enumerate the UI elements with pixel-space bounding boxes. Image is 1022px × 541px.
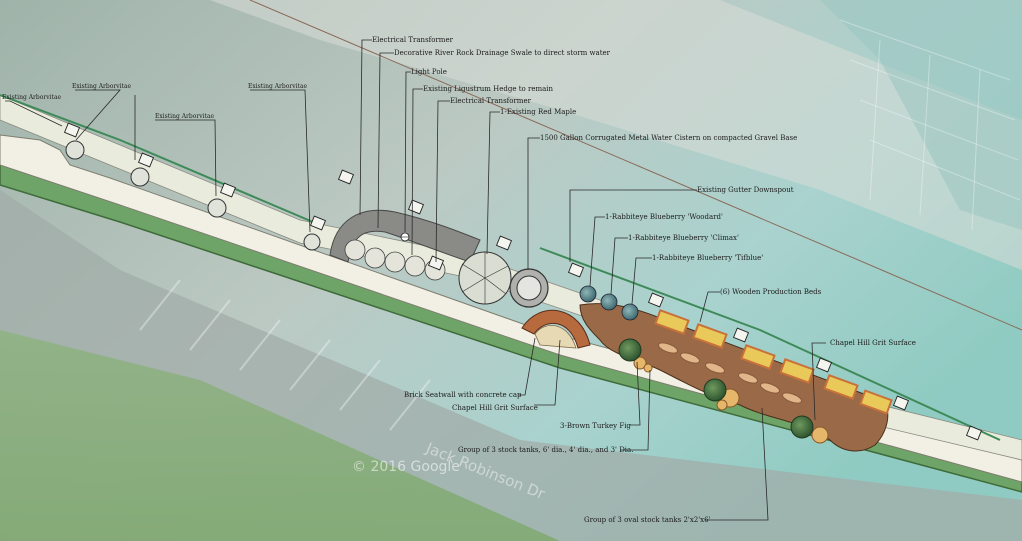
building-roof xyxy=(210,0,1022,270)
label-blueberry-woodard: 1-Rabbiteye Blueberry 'Woodard' xyxy=(605,213,723,221)
leader-lines xyxy=(5,39,826,521)
utility-boxes xyxy=(63,122,983,441)
label-red-maple: 1-Existing Red Maple xyxy=(500,108,576,116)
brown-turkey-figs xyxy=(618,338,814,439)
label-grit-surface-right: Chapel Hill Grit Surface xyxy=(830,339,916,347)
existing-arborvitae xyxy=(65,140,321,251)
map-watermark: © 2016 Google xyxy=(352,459,460,475)
lawn xyxy=(0,330,560,541)
property-line xyxy=(249,0,1022,331)
production-bed xyxy=(779,358,815,384)
cistern xyxy=(516,275,542,301)
grit-surface-seatwall xyxy=(534,325,577,349)
label-production-beds: (6) Wooden Production Beds xyxy=(720,288,822,296)
label-electrical-transformer-2: Electrical Transformer xyxy=(450,97,532,105)
production-beds xyxy=(654,309,893,415)
label-blueberry-climax: 1-Rabbiteye Blueberry 'Climax' xyxy=(628,234,739,242)
label-brick-seatwall: Brick Seatwall with concrete cap xyxy=(404,391,522,399)
label-ligustrum-hedge: Existing Ligustrum Hedge to remain xyxy=(423,85,554,93)
roof-grid xyxy=(839,19,1021,231)
label-light-pole: Light Pole xyxy=(411,68,447,76)
label-existing-arborvitae-4: Existing Arborvitae xyxy=(248,83,308,90)
hedge-line-east xyxy=(539,247,1001,441)
label-turkey-fig: 3-Brown Turkey Fig xyxy=(560,422,631,430)
blueberries xyxy=(579,285,639,321)
oval-stock-tanks xyxy=(658,342,802,404)
red-maple-branches xyxy=(461,252,509,304)
label-stock-tanks-round: Group of 3 stock tanks, 6' dia., 4' dia.… xyxy=(458,446,633,454)
label-drainage-swale: Decorative River Rock Drainage Swale to … xyxy=(394,49,611,57)
label-existing-arborvitae-2: Existing Arborvitae xyxy=(72,83,132,90)
label-existing-arborvitae-3: Existing Arborvitae xyxy=(155,113,215,120)
label-grit-surface-left: Chapel Hill Grit Surface xyxy=(452,404,538,412)
label-existing-arborvitae-1: Existing Arborvitae xyxy=(2,94,62,101)
production-bed xyxy=(740,344,776,370)
light-pole xyxy=(400,232,410,242)
label-blueberry-tifblue: 1-Rabbiteye Blueberry 'Tifblue' xyxy=(652,254,763,262)
label-cistern: 1500 Gallon Corrugated Metal Water Ciste… xyxy=(540,134,797,142)
label-electrical-transformer-1: Electrical Transformer xyxy=(372,36,454,44)
production-bed xyxy=(654,309,690,335)
brick-seatwall xyxy=(521,309,591,349)
production-bed xyxy=(692,323,728,349)
production-bed xyxy=(859,389,893,415)
label-gutter-downspout: Existing Gutter Downspout xyxy=(697,186,794,194)
parking-stripes xyxy=(139,279,431,431)
adjacent-building xyxy=(820,0,1022,230)
production-bed xyxy=(823,374,859,400)
label-stock-tanks-oval: Group of 3 oval stock tanks 2'x2'x6' xyxy=(584,516,711,524)
hedge-line-west xyxy=(0,94,321,226)
